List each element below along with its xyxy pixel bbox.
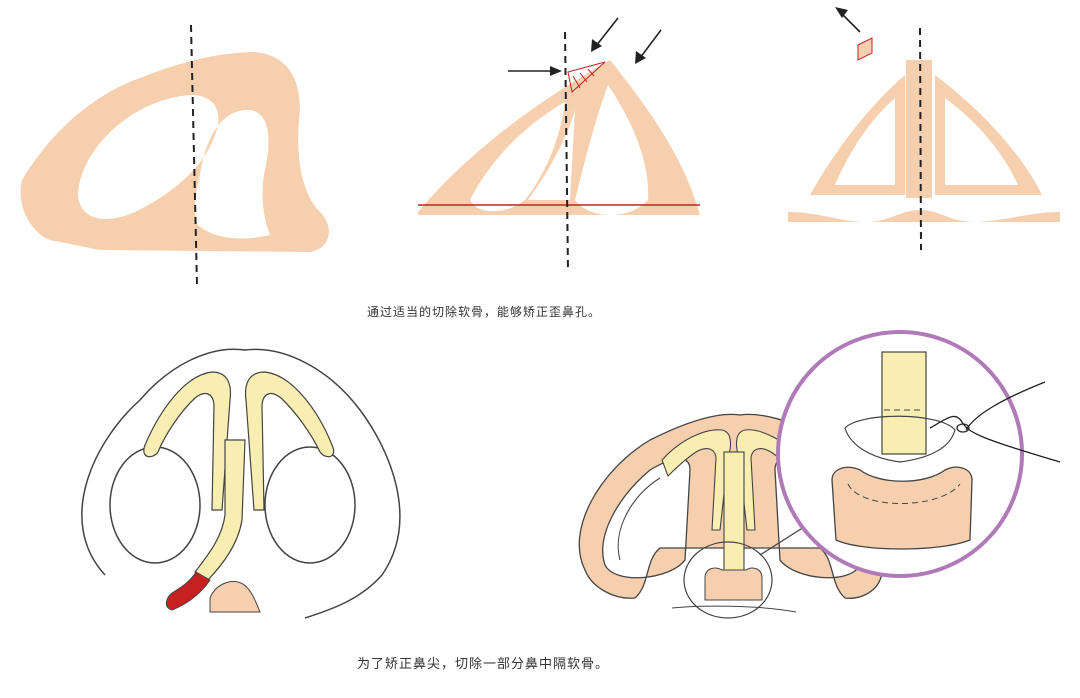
after-center-line	[919, 27, 922, 251]
magnified-strut	[881, 351, 927, 455]
left-nostril	[109, 446, 201, 564]
suture-knot	[956, 423, 970, 433]
nose2-lower-lip-line	[671, 605, 797, 613]
side-cut-line	[190, 24, 198, 286]
after-base	[788, 210, 1060, 222]
magnified-view	[776, 330, 1061, 578]
panel-nose-tip	[81, 348, 401, 619]
after-septum-strip	[906, 60, 932, 198]
after-cartilage-right	[935, 75, 1042, 195]
nose2-septum-strut	[723, 451, 745, 578]
caption-top: 通过适当的切除软骨，能够矫正歪鼻孔。	[367, 305, 602, 319]
caption-bottom: 为了矫正鼻尖，切除一部分鼻中隔软骨。	[357, 657, 610, 672]
hatch-2	[579, 72, 588, 83]
nose2-left-crus	[661, 429, 732, 531]
columella-base	[209, 581, 261, 613]
panel-front-cut	[418, 17, 700, 271]
arrow-diagonal-2	[635, 29, 662, 64]
red-excised-tip	[165, 571, 211, 611]
arrow-diagonal-1	[591, 17, 619, 52]
after-cartilage-left	[810, 75, 905, 195]
right-lateral-crus	[244, 371, 335, 511]
right-nostril	[264, 446, 356, 564]
nose2-spine-base	[704, 567, 763, 601]
arrow-horizontal	[508, 66, 562, 76]
magnified-spine	[831, 466, 973, 550]
left-lateral-crus	[143, 371, 232, 511]
panel-septum-suture	[578, 330, 1061, 619]
hatch-3	[587, 68, 595, 77]
panel-side-cartilage	[20, 24, 329, 286]
hatch-1	[572, 75, 581, 89]
side-cartilage-shape	[20, 52, 329, 252]
front-hatched-cut-area	[567, 61, 606, 93]
small-focus-circle	[683, 541, 773, 619]
suture-thread	[929, 381, 1061, 463]
front-cartilage-shape	[418, 60, 700, 215]
removed-cartilage-piece	[857, 37, 873, 61]
arrow-removed-piece	[835, 7, 861, 33]
magnified-spine-dash	[847, 483, 961, 504]
nose-outline	[81, 348, 401, 619]
magnified-membrane	[844, 415, 956, 463]
panel-front-after	[788, 7, 1060, 251]
front-cut-line	[564, 31, 569, 271]
